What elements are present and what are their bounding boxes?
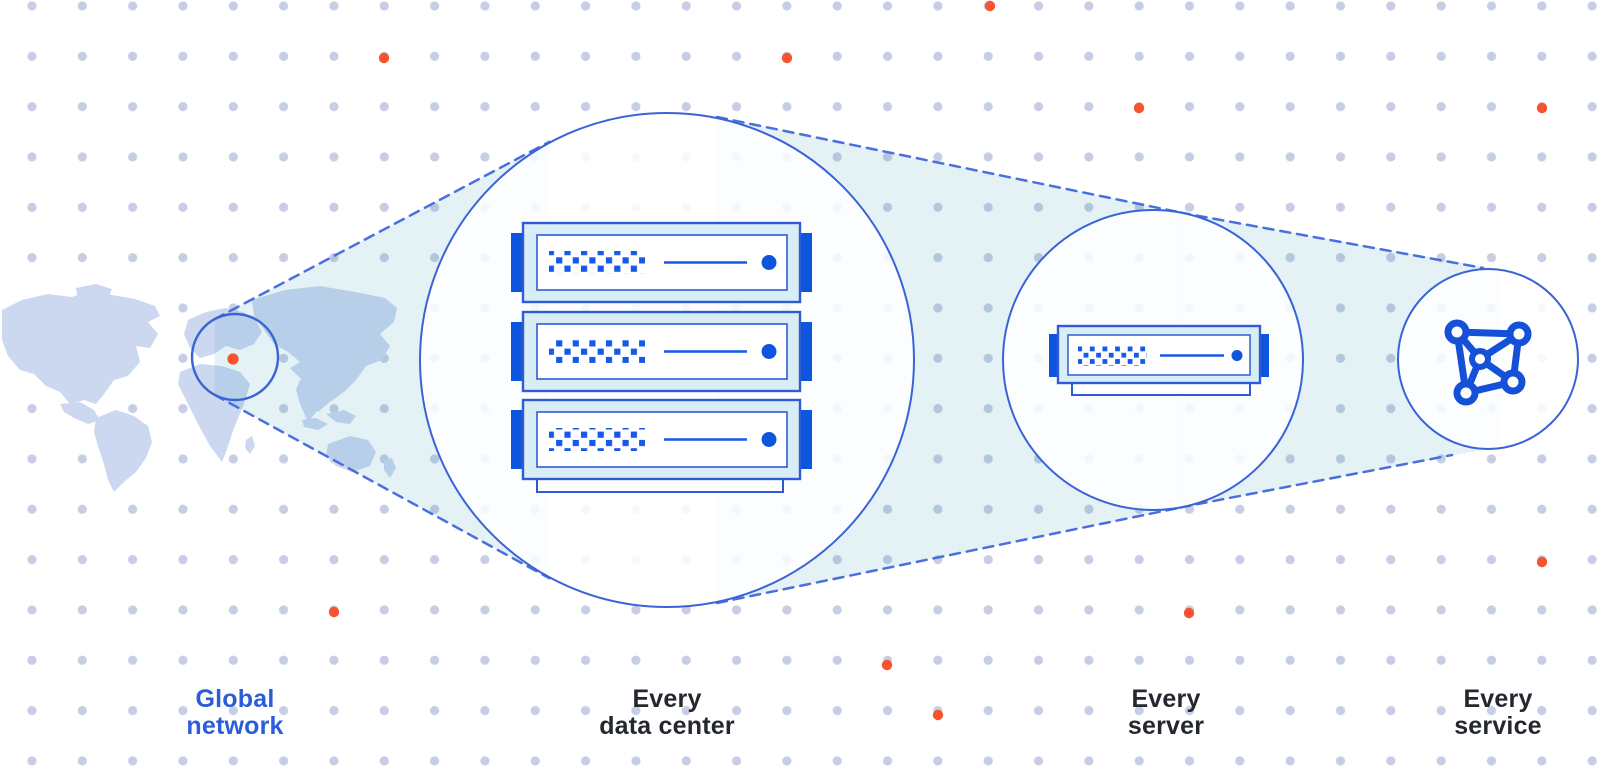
orange-accent-dot xyxy=(1536,556,1548,568)
dashed-tangent-lines xyxy=(213,115,1485,605)
dashed-tangent-line xyxy=(715,115,1185,215)
server-unit-icon xyxy=(511,310,812,393)
orange-accent-dot xyxy=(328,606,340,618)
dashed-tangent-line xyxy=(213,393,551,580)
orange-accent-dot xyxy=(881,659,893,671)
orange-accent-dot xyxy=(1183,607,1195,619)
orange-accent-dot xyxy=(781,52,793,64)
orange-accent-dot xyxy=(1133,102,1145,114)
orange-accent-dot xyxy=(1536,102,1548,114)
stage-label-data-center: Every data center xyxy=(599,685,735,740)
single-server-icon xyxy=(1049,324,1269,396)
server-unit-icon xyxy=(511,398,812,481)
stage-label-server: Every server xyxy=(1127,685,1205,740)
orange-accent-dot xyxy=(932,709,944,721)
orange-accent-dots xyxy=(227,0,1548,721)
orange-accent-dot xyxy=(378,52,390,64)
dashed-tangent-line xyxy=(1178,453,1454,509)
world-map-icon xyxy=(2,284,397,492)
network-graph-icon xyxy=(1444,319,1532,406)
globe-highlight-circle xyxy=(190,312,280,402)
server-rack-icon xyxy=(511,221,812,493)
stage-label-service: Every service xyxy=(1454,685,1542,740)
orange-accent-dot xyxy=(984,0,996,12)
dashed-tangent-line xyxy=(1178,211,1485,270)
stage-label-global-network: Global network xyxy=(186,685,284,740)
dashed-tangent-line xyxy=(213,140,551,321)
dashed-tangent-line xyxy=(715,505,1185,605)
server-unit-icon xyxy=(511,221,812,304)
orange-accent-dot xyxy=(227,353,239,365)
